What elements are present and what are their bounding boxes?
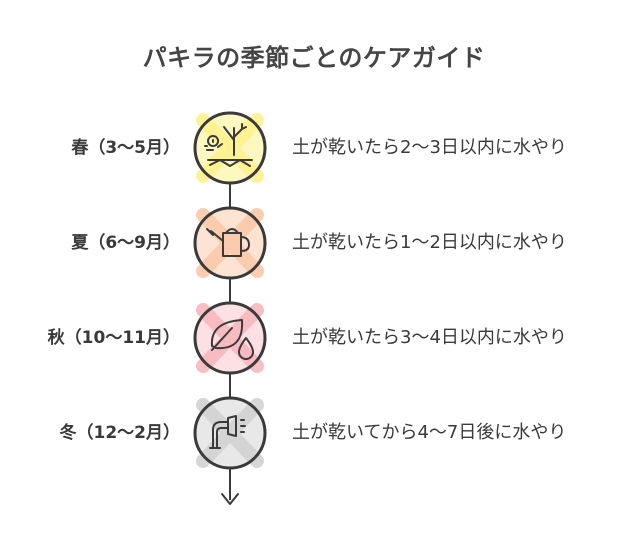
step-summer-node [193, 206, 267, 280]
season-label-winter: 冬（12〜2月） [59, 423, 181, 443]
page-title: パキラの季節ごとのケアガイド [142, 44, 486, 72]
shower-faucet-icon [209, 415, 246, 449]
step-autumn-node [193, 301, 267, 375]
instruction-spring: 土が乾いたら2〜3日以内に水やり [292, 137, 567, 158]
step-spring-node [193, 111, 267, 185]
watering-can-icon [206, 228, 250, 257]
leaf-droplet-icon [210, 319, 254, 360]
dry-soil-plant-icon [204, 123, 253, 167]
instruction-autumn: 土が乾いたら3〜4日以内に水やり [292, 327, 567, 348]
season-label-autumn: 秋（10〜11月） [47, 328, 180, 348]
season-label-spring: 春（3〜5月） [71, 138, 180, 158]
timeline-arrow-head [221, 493, 239, 505]
season-label-summer: 夏（6〜9月） [71, 233, 180, 253]
instruction-winter: 土が乾いてから4〜7日後に水やり [292, 422, 567, 443]
step-winter-node [193, 396, 267, 470]
instruction-summer: 土が乾いたら1〜2日以内に水やり [292, 232, 567, 253]
